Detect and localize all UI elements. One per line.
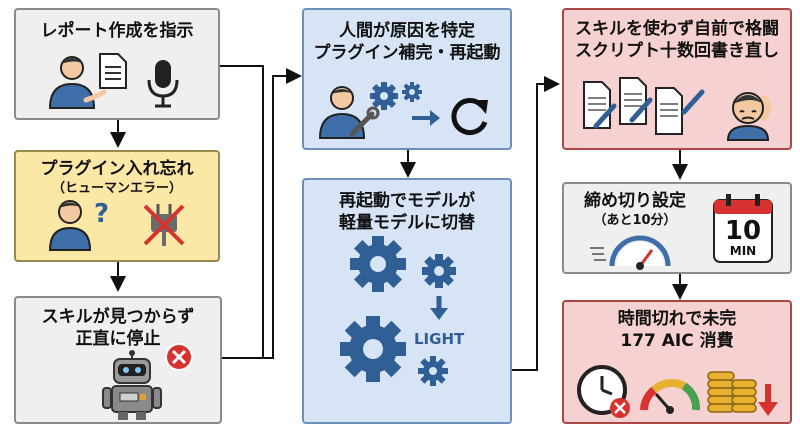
step-title-line2: 軽量モデルに切替 bbox=[339, 213, 475, 233]
plug-crossed-icon bbox=[143, 204, 185, 246]
step-title-line2: スクリプト十数回書き直し bbox=[575, 41, 779, 61]
step-title-line1: スキルを使わず自前で格闘 bbox=[575, 19, 779, 39]
stressed-person-icon bbox=[726, 92, 771, 141]
step-subtitle: （あと10分） bbox=[593, 213, 677, 228]
large-gear-icon-lower bbox=[340, 316, 406, 382]
arrow-right-icon bbox=[412, 110, 440, 126]
step-title: 締め切り設定 bbox=[584, 191, 686, 211]
stopwatch-gauge-icon bbox=[590, 235, 671, 270]
step-title-line2: 正直に停止 bbox=[75, 329, 161, 349]
connector-box3-to-col2 bbox=[222, 68, 302, 359]
calendar-number: 10 bbox=[724, 216, 762, 246]
step-forgot-plugin: プラグイン入れ忘れ （ヒューマンエラー） bbox=[14, 150, 220, 262]
gears-icon bbox=[370, 82, 422, 110]
documents-with-pens-icon bbox=[583, 77, 705, 135]
person-with-wrench-icon bbox=[318, 86, 380, 139]
step-title: プラグイン入れ忘れ bbox=[40, 159, 194, 179]
large-gear-icon bbox=[350, 236, 406, 292]
clock-icon bbox=[577, 365, 630, 418]
step-title-line1: スキルが見つからず bbox=[41, 307, 195, 327]
step-subtitle: （ヒューマンエラー） bbox=[51, 181, 182, 196]
microphone-icon bbox=[147, 60, 179, 108]
step-title-line1: 再起動でモデルが bbox=[339, 191, 475, 211]
restart-icon bbox=[451, 98, 488, 136]
svg-text:?: ? bbox=[94, 199, 109, 229]
step-title-line1: 時間切れで未完 bbox=[617, 309, 737, 329]
robot-icon bbox=[102, 350, 162, 420]
document-icon bbox=[99, 53, 127, 89]
error-x-icon bbox=[165, 343, 193, 371]
calendar-unit: MIN bbox=[729, 244, 757, 258]
step-title: レポート作成を指示 bbox=[40, 21, 194, 41]
coin-stack-down-icon bbox=[707, 371, 778, 416]
arrow-down-icon bbox=[430, 296, 448, 320]
small-gear-icon bbox=[422, 254, 456, 288]
connector-box1-to-col2 bbox=[218, 65, 264, 358]
small-gear-icon-lower bbox=[418, 356, 448, 386]
step-title-line2: プラグイン補完・再起動 bbox=[313, 43, 501, 63]
step-title-line2: 177 AIC 消費 bbox=[620, 331, 734, 351]
light-label: LIGHT bbox=[414, 330, 465, 348]
step-model-switch: 再起動でモデルが 軽量モデルに切替 bbox=[302, 178, 512, 424]
calendar-icon bbox=[713, 194, 773, 263]
fuel-gauge-icon bbox=[640, 378, 701, 414]
confused-person-icon: ? bbox=[48, 199, 109, 251]
connector-col2-to-col3 bbox=[512, 76, 560, 371]
step-title-line1: 人間が原因を特定 bbox=[339, 21, 475, 41]
person-icon bbox=[48, 56, 107, 109]
step-instruct-report: レポート作成を指示 bbox=[14, 8, 220, 120]
